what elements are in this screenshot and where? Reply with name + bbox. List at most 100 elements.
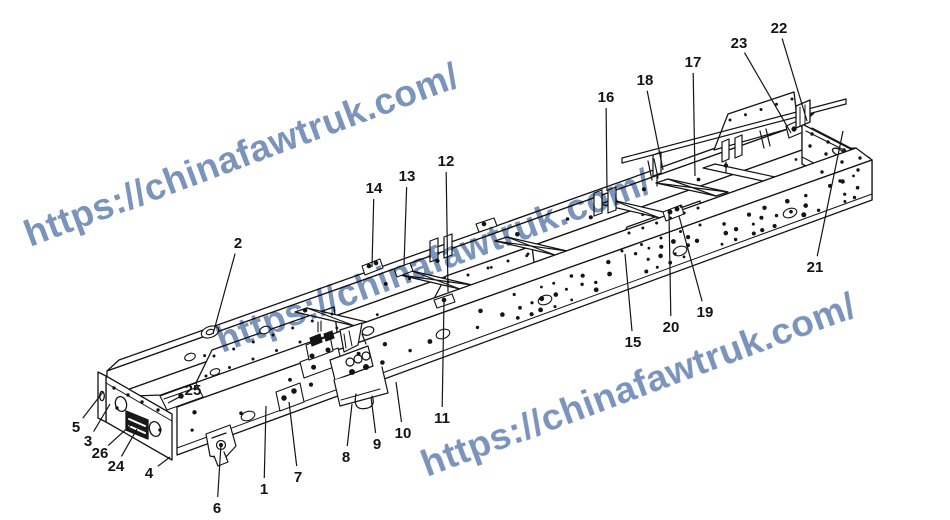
rivet-dot bbox=[694, 238, 700, 243]
rivet-dot bbox=[722, 222, 726, 226]
callout-label-1: 1 bbox=[260, 481, 268, 498]
leader-line-8 bbox=[346, 403, 353, 447]
rivet-dot bbox=[655, 265, 659, 269]
rivet-dot bbox=[156, 408, 160, 412]
callout-label-10: 10 bbox=[395, 425, 412, 442]
rivet-dot bbox=[515, 232, 520, 237]
leader-line-21 bbox=[816, 130, 844, 257]
rivet-dot bbox=[565, 217, 570, 221]
rivet-dot bbox=[308, 382, 314, 387]
callout-layer: 1234567891011121314151617181920212223242… bbox=[72, 20, 844, 517]
rivet-dot bbox=[789, 209, 793, 214]
rivet-dot bbox=[288, 377, 292, 382]
rivet-dot bbox=[335, 326, 339, 330]
rivet-dot bbox=[775, 102, 778, 106]
rivet-dot bbox=[759, 108, 763, 111]
rivet-dot bbox=[696, 206, 700, 210]
callout-label-18: 18 bbox=[637, 72, 654, 89]
rivet-dot bbox=[115, 406, 119, 410]
rivet-dot bbox=[840, 179, 845, 184]
leader-line-9 bbox=[370, 396, 377, 434]
rivet-dot bbox=[580, 273, 585, 278]
rivet-dot bbox=[311, 364, 317, 370]
rivet-dot bbox=[760, 228, 765, 233]
rivet-dot bbox=[129, 413, 133, 417]
rivet-dot bbox=[751, 231, 756, 236]
leader-line-1 bbox=[263, 405, 267, 479]
leader-line-7 bbox=[288, 401, 298, 467]
callout-label-11: 11 bbox=[434, 410, 450, 427]
callout-label-7: 7 bbox=[294, 469, 302, 486]
rivet-dot bbox=[540, 285, 543, 289]
leader-line-26 bbox=[107, 422, 134, 447]
rivet-dot bbox=[158, 428, 162, 432]
callout-label-9: 9 bbox=[373, 436, 381, 453]
leader-line-14 bbox=[371, 198, 375, 268]
callout-label-6: 6 bbox=[213, 500, 221, 517]
rivet-dot bbox=[785, 198, 790, 204]
leader-line-18 bbox=[646, 90, 664, 171]
rivet-dot bbox=[569, 274, 574, 278]
rivet-dot bbox=[382, 342, 388, 347]
rivet-dot bbox=[515, 316, 520, 320]
rivet-dot bbox=[682, 211, 686, 215]
rivet-dot bbox=[408, 348, 412, 353]
rivet-dot bbox=[659, 236, 663, 240]
rivet-dot bbox=[855, 185, 860, 190]
rivet-dot bbox=[552, 281, 556, 285]
callout-label-24: 24 bbox=[108, 458, 125, 475]
rivet-pattern bbox=[112, 97, 862, 432]
rivet-dot bbox=[506, 259, 510, 263]
rivet-dot bbox=[607, 271, 612, 277]
rivet-dot bbox=[772, 223, 777, 229]
rivet-dot bbox=[271, 333, 275, 337]
rivet-dot bbox=[633, 252, 638, 256]
callout-label-25: 25 bbox=[185, 382, 202, 399]
callout-label-5: 5 bbox=[72, 419, 80, 436]
leader-line-20 bbox=[668, 212, 672, 317]
rivet-dot bbox=[192, 410, 197, 415]
rivet-dot bbox=[530, 301, 534, 305]
rivet-dot bbox=[824, 152, 828, 156]
rivet-dot bbox=[682, 255, 686, 259]
watermark-text-1: https://chinafawtruk.com/ bbox=[18, 55, 464, 255]
rivet-dot bbox=[679, 205, 683, 208]
rivet-dot bbox=[310, 319, 314, 323]
rivet-dot bbox=[808, 144, 812, 148]
leader-line-2 bbox=[212, 253, 236, 335]
rivet-dot bbox=[564, 287, 568, 291]
rivet-dot bbox=[518, 305, 522, 310]
leader-line-13 bbox=[403, 186, 408, 267]
leader-line-12 bbox=[445, 171, 449, 293]
callout-label-20: 20 bbox=[663, 319, 680, 336]
rivet-dot bbox=[466, 273, 470, 277]
rivet-dot bbox=[475, 325, 480, 330]
rivet-dot bbox=[302, 307, 308, 313]
rivet-dot bbox=[640, 243, 643, 246]
rivet-dot bbox=[627, 231, 631, 235]
rivet-dot bbox=[500, 312, 505, 317]
rivet-dot bbox=[673, 252, 677, 256]
rivet-dot bbox=[686, 235, 691, 240]
callout-label-22: 22 bbox=[771, 20, 788, 37]
carrier-assembly bbox=[329, 322, 389, 410]
rivet-dot bbox=[489, 266, 493, 269]
callout-label-26: 26 bbox=[92, 445, 109, 462]
rivet-dot bbox=[539, 296, 545, 302]
leader-line-25 bbox=[167, 394, 184, 404]
rivet-dot bbox=[644, 269, 649, 274]
rivet-dot bbox=[647, 246, 651, 250]
rivet-dot bbox=[593, 287, 599, 293]
rivet-dot bbox=[858, 156, 862, 160]
rivet-dot bbox=[733, 237, 738, 242]
rivet-dot bbox=[723, 163, 729, 168]
rivet-dot bbox=[852, 195, 857, 200]
rivet-dot bbox=[140, 400, 144, 404]
rivet-dot bbox=[251, 357, 255, 361]
rivet-dot bbox=[486, 266, 490, 270]
rivet-dot bbox=[594, 280, 598, 285]
rivet-dot bbox=[658, 253, 663, 259]
rivet-dot bbox=[646, 257, 650, 261]
